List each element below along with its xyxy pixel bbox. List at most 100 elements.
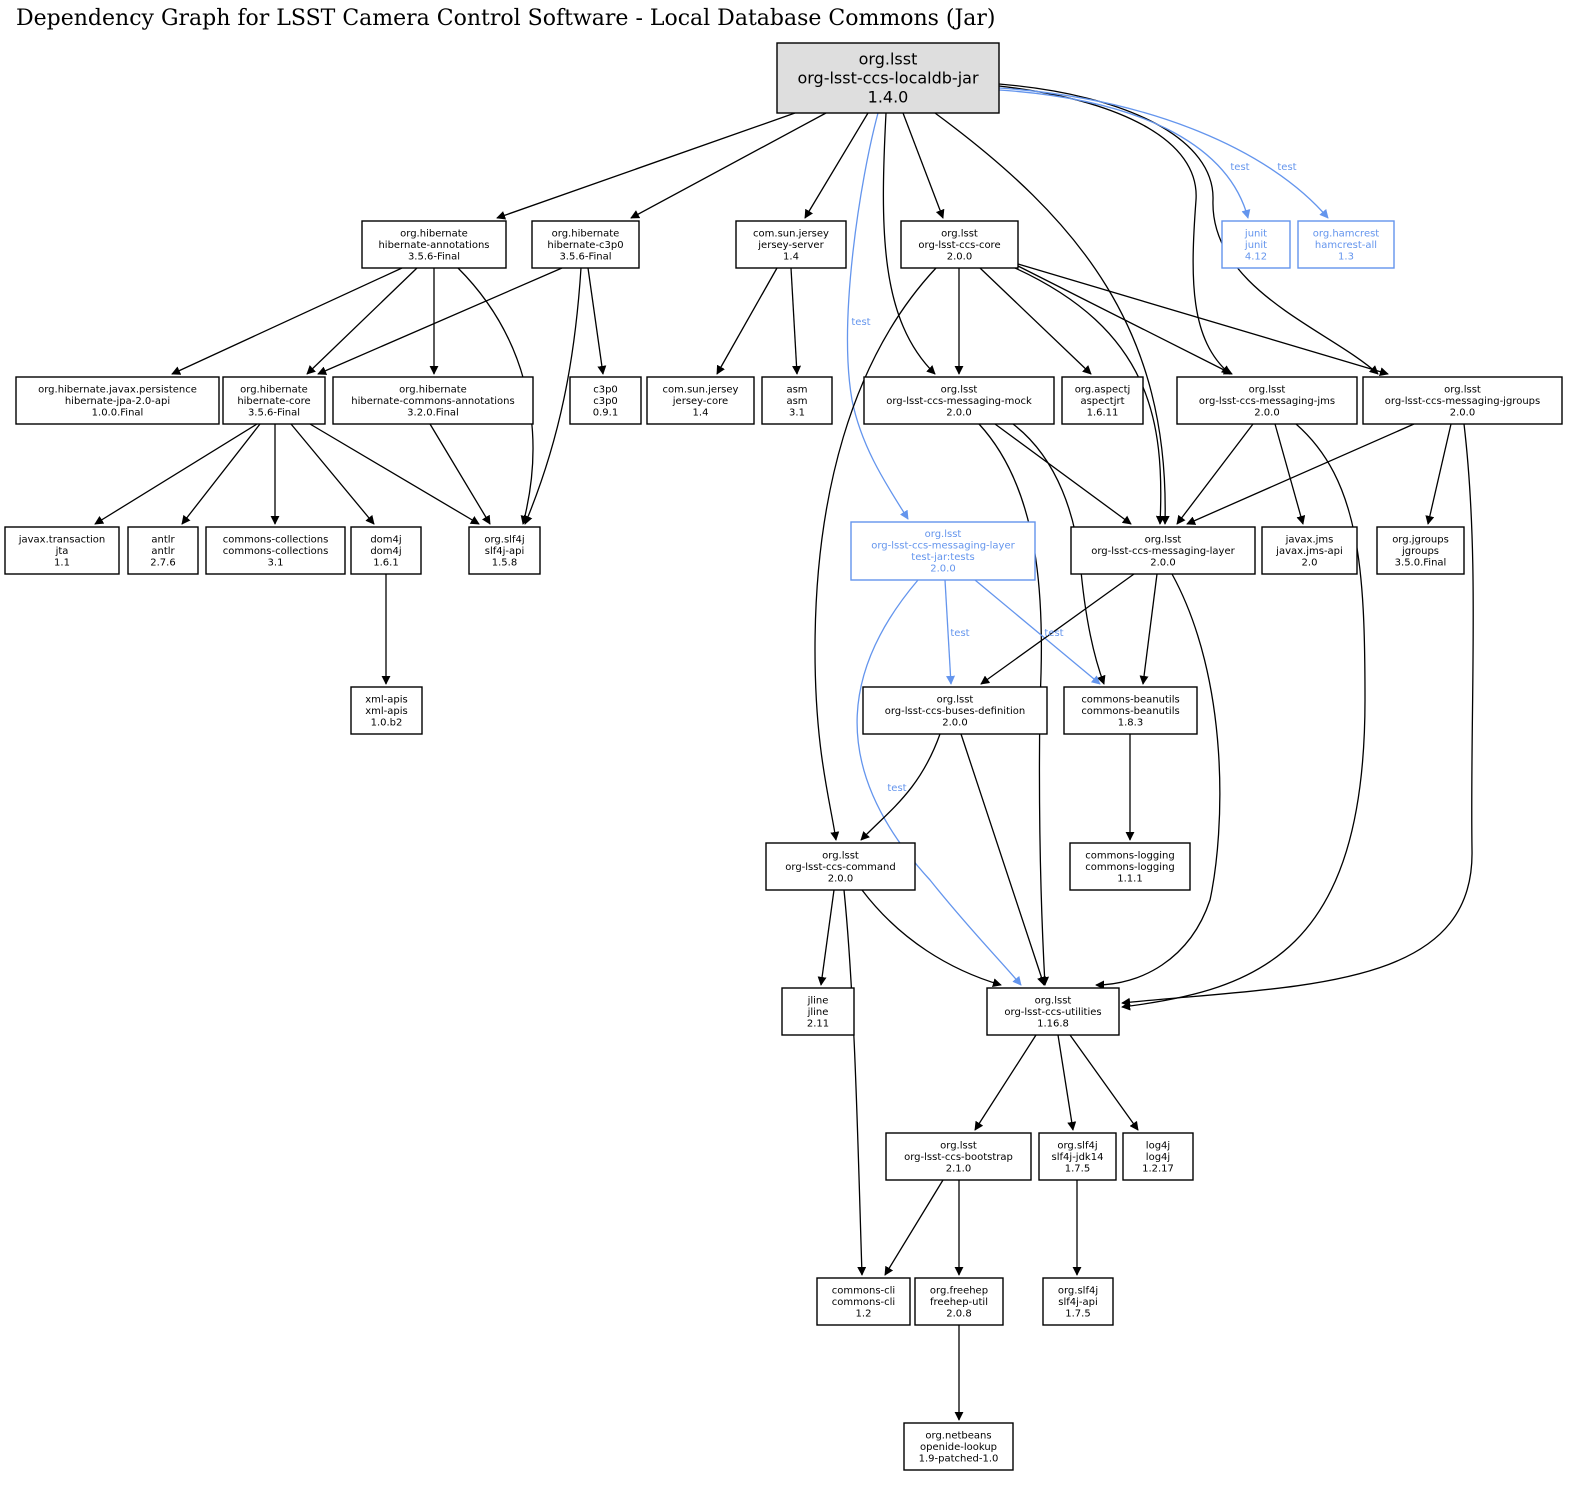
edge-root-to-msg-jms bbox=[998, 85, 1231, 375]
node-openide[interactable]: org.netbeansopenide-lookup1.9-patched-1.… bbox=[903, 1422, 1014, 1471]
node-version: 2.0.0 bbox=[947, 251, 972, 262]
node-artifact: hibernate-commons-annotations bbox=[351, 396, 514, 407]
node-group: junit bbox=[1244, 228, 1267, 239]
edge-root-to-jersey-server bbox=[804, 112, 869, 219]
node-artifact: org-lsst-ccs-command bbox=[785, 862, 895, 873]
node-msg-layer-tests[interactable]: org.lsstorg-lsst-ccs-messaging-layertest… bbox=[850, 521, 1036, 581]
node-msg-jgroups[interactable]: org.lsstorg-lsst-ccs-messaging-jgroups2.… bbox=[1362, 376, 1563, 425]
node-buses-def[interactable]: org.lsstorg-lsst-ccs-buses-definition2.0… bbox=[862, 686, 1048, 735]
node-group: commons-beanutils bbox=[1081, 694, 1179, 705]
node-group: org.lsst bbox=[1035, 995, 1072, 1006]
edge-msg-layer-to-beanutils bbox=[1139, 573, 1158, 685]
node-artifact: slf4j-api bbox=[485, 546, 525, 557]
node-artifact: org-lsst-ccs-core bbox=[918, 240, 1000, 251]
edge-hib-ann-to-hib-core bbox=[306, 267, 418, 375]
node-hib-common-ann[interactable]: org.hibernatehibernate-commons-annotatio… bbox=[332, 376, 534, 425]
node-artifact: jersey-core bbox=[672, 396, 728, 407]
node-version: 2.0.0 bbox=[1150, 557, 1175, 568]
node-version: 1.2.17 bbox=[1142, 1163, 1174, 1174]
node-artifact: org-lsst-ccs-messaging-mock bbox=[886, 396, 1032, 407]
node-version: 2.0 bbox=[1302, 557, 1318, 568]
node-version: 1.4 bbox=[693, 407, 709, 418]
node-artifact: commons-logging bbox=[1085, 862, 1174, 873]
node-box bbox=[816, 1277, 911, 1326]
node-artifact: org-lsst-ccs-messaging-layer bbox=[871, 541, 1015, 552]
node-box bbox=[781, 987, 855, 1036]
edge-label-msg-layer-tests-to-beanutils: test bbox=[1044, 628, 1063, 639]
node-version: 3.1 bbox=[268, 557, 284, 568]
node-group: commons-collections bbox=[223, 534, 329, 545]
edge-command-to-utilities bbox=[861, 889, 1002, 988]
node-version: 1.5.8 bbox=[492, 557, 517, 568]
node-version: 2.0.0 bbox=[1254, 407, 1279, 418]
edge-msg-jms-to-utilities bbox=[1121, 423, 1366, 1011]
node-artifact: jersey-server bbox=[757, 240, 824, 251]
node-version: 1.1 bbox=[54, 557, 70, 568]
node-box bbox=[776, 42, 1000, 114]
edge-ccs-core-to-aspectj bbox=[979, 267, 1092, 375]
node-version: 2.0.0 bbox=[930, 564, 955, 575]
node-msg-layer[interactable]: org.lsstorg-lsst-ccs-messaging-layer2.0.… bbox=[1070, 526, 1256, 575]
node-artifact: hamcrest-all bbox=[1315, 240, 1377, 251]
node-hib-ann[interactable]: org.hibernatehibernate-annotations3.5.6-… bbox=[361, 220, 507, 269]
node-artifact: org-lsst-ccs-bootstrap bbox=[904, 1152, 1013, 1163]
node-version: 1.7.5 bbox=[1065, 1163, 1090, 1174]
edge-msg-layer-tests-to-beanutils bbox=[974, 579, 1101, 685]
node-version: 1.9-patched-1.0 bbox=[919, 1453, 999, 1464]
edge-command-to-commons-cli bbox=[843, 889, 867, 1276]
edge-root-to-hib-c3p0 bbox=[630, 112, 827, 219]
node-box bbox=[761, 376, 833, 425]
node-group: c3p0 bbox=[593, 384, 618, 395]
node-artifact: hibernate-jpa-2.0-api bbox=[65, 396, 170, 407]
node-jpa-api[interactable]: org.hibernate.javax.persistencehibernate… bbox=[15, 376, 220, 425]
node-group: org.hibernate.javax.persistence bbox=[38, 384, 197, 395]
node-artifact: xml-apis bbox=[365, 706, 408, 717]
node-version: 1.0.0.Final bbox=[92, 407, 144, 418]
node-box bbox=[350, 526, 422, 575]
node-box bbox=[1261, 526, 1358, 575]
node-group: antlr bbox=[151, 534, 175, 545]
node-box bbox=[646, 376, 755, 425]
node-artifact: asm bbox=[786, 396, 807, 407]
node-group: org.slf4j bbox=[1058, 1285, 1098, 1296]
edge-ccs-core-to-msg-jms bbox=[1017, 265, 1233, 375]
node-commons-coll[interactable]: commons-collectionscommons-collections3.… bbox=[205, 526, 346, 575]
edge-msg-layer-tests-to-utilities bbox=[856, 579, 1022, 986]
node-version: 2.11 bbox=[807, 1018, 829, 1029]
edge-root-to-ccs-core bbox=[902, 112, 945, 219]
node-box bbox=[127, 526, 199, 575]
node-version: 2.0.8 bbox=[946, 1308, 971, 1319]
